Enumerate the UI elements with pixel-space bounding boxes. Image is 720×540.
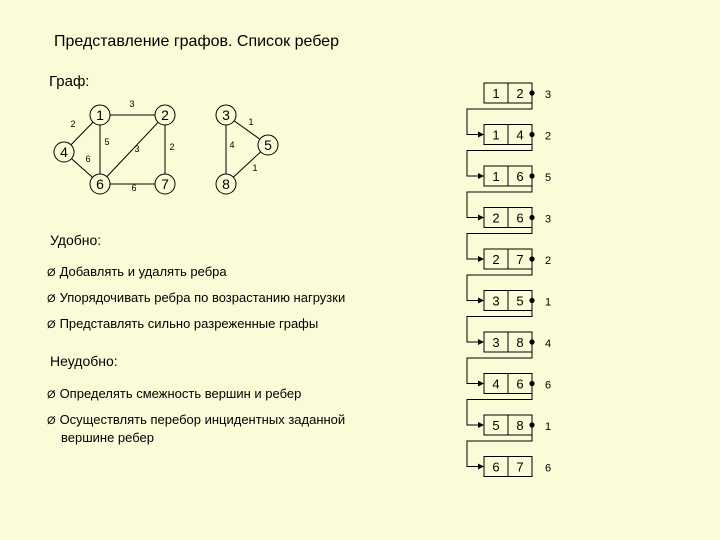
edge-list-vertex-a: 5: [492, 418, 499, 433]
edge-list-arrow-icon: [478, 173, 484, 179]
edge-list-vertex-a: 3: [492, 294, 499, 309]
edge-list-vertex-b: 6: [516, 169, 523, 184]
edge-list-vertex-a: 4: [492, 377, 499, 392]
graph-node: [215, 104, 237, 126]
edge-list-pointer-line: [466, 259, 533, 301]
edge-list-vertex-b: 6: [516, 377, 523, 392]
edge-list-weight: 2: [545, 255, 551, 267]
edge-list-weight: 2: [545, 131, 551, 143]
graph-edge: [99, 114, 166, 185]
edge-list-vertex-b: 8: [516, 335, 523, 350]
graph-node-label: 5: [264, 137, 272, 153]
edge-list-vertex-a: 2: [492, 252, 499, 267]
graph-node-label: 4: [60, 144, 68, 160]
edge-list-arrow-icon: [478, 463, 484, 470]
edge-weight-label: 1: [248, 117, 253, 127]
edge-list-vertex-b: 7: [516, 460, 523, 475]
edge-list-vertex-a: 2: [492, 211, 499, 226]
graph-node-label: 6: [96, 176, 104, 192]
bullet-arrow-icon: Ø: [47, 415, 56, 427]
graph-label: Граф:: [49, 73, 90, 90]
edge-list-arrow-icon: [478, 131, 484, 138]
cons-title: Неудобно:: [50, 353, 118, 369]
pros-item-text: Упорядочивать ребра по возрастанию нагру…: [59, 290, 346, 305]
edge-list-weight: 4: [545, 338, 551, 350]
edge-list-vertex-a: 3: [492, 335, 499, 350]
edge-list-pointer-line: [466, 134, 533, 177]
edge-weight-label: 6: [131, 183, 136, 193]
edge-list-vertex-b: 7: [516, 252, 523, 267]
edge-list-weight: 1: [545, 421, 551, 433]
graph-node-label: 2: [161, 107, 169, 123]
pros-item-text: Представлять сильно разреженные графы: [59, 316, 319, 331]
graph-node-label: 3: [222, 107, 230, 123]
graph-node: [154, 104, 176, 126]
edge-list-weight: 3: [545, 214, 551, 226]
edge-list-arrow-icon: [478, 422, 484, 428]
graph-node: [154, 173, 176, 195]
edge-weight-label: 6: [85, 154, 90, 164]
edge-weight-label: 2: [169, 142, 174, 152]
edge-list-pointer-line: [466, 93, 533, 135]
bullet-arrow-icon: Ø: [47, 293, 56, 305]
edge-list-weight: 6: [545, 380, 551, 392]
edge-list-pointer-line: [466, 342, 533, 384]
cons-item-continuation: вершине ребер: [61, 430, 155, 445]
graph-node: [89, 104, 111, 126]
edge-weight-label: 1: [252, 163, 257, 173]
edge-list-weight: 3: [545, 89, 551, 101]
edge-list-vertex-a: 1: [492, 128, 499, 143]
edge-list-vertex-a: 1: [492, 86, 499, 101]
edge-list-pointer-line: [466, 217, 533, 260]
edge-list-arrow-icon: [478, 297, 484, 304]
graph-node: [89, 173, 111, 195]
graph-node: [257, 134, 279, 156]
pros-item-text: Добавлять и удалять ребра: [59, 264, 227, 279]
edge-weight-label: 2: [70, 119, 75, 129]
edge-list-arrow-icon: [478, 380, 484, 387]
edge-weight-label: 3: [129, 99, 134, 109]
edge-weight-label: 4: [229, 140, 234, 150]
edge-list-vertex-a: 6: [492, 460, 499, 475]
cons-item-text: Осуществлять перебор инцидентных заданно…: [59, 412, 346, 427]
graph-node-label: 7: [161, 176, 169, 192]
edge-list-pointer-line: [466, 300, 533, 343]
edge-list-weight: 1: [545, 297, 551, 309]
edge-list-vertex-b: 2: [516, 86, 523, 101]
edge-list-pointer-line: [466, 383, 533, 426]
bullet-arrow-icon: Ø: [47, 267, 56, 279]
graph-node-label: 1: [96, 107, 104, 123]
edge-list-weight: 6: [545, 463, 551, 475]
edge-weight-label: 3: [134, 144, 139, 154]
edge-list-pointer-line: [466, 176, 533, 218]
edge-list-arrow-icon: [478, 214, 484, 221]
edge-list-pointer-line: [466, 425, 533, 467]
bullet-arrow-icon: Ø: [47, 319, 56, 331]
edge-list-vertex-b: 8: [516, 418, 523, 433]
edge-list-arrow-icon: [478, 256, 484, 262]
edge-weight-label: 5: [104, 137, 109, 147]
edge-list-vertex-b: 5: [516, 294, 523, 309]
edge-list-vertex-a: 1: [492, 169, 499, 184]
edge-list-arrow-icon: [478, 339, 484, 345]
graph-node: [53, 141, 75, 163]
pros-title: Удобно:: [50, 232, 102, 248]
edge-list-vertex-b: 4: [516, 128, 523, 143]
page-title: Представление графов. Список ребер: [54, 33, 339, 50]
edge-list-vertex-b: 6: [516, 211, 523, 226]
graph-node: [215, 173, 237, 195]
bullet-arrow-icon: Ø: [47, 389, 56, 401]
cons-item-text: Определять смежность вершин и ребер: [59, 386, 302, 401]
graph-node-label: 8: [222, 176, 230, 192]
edge-list-weight: 5: [545, 172, 551, 184]
